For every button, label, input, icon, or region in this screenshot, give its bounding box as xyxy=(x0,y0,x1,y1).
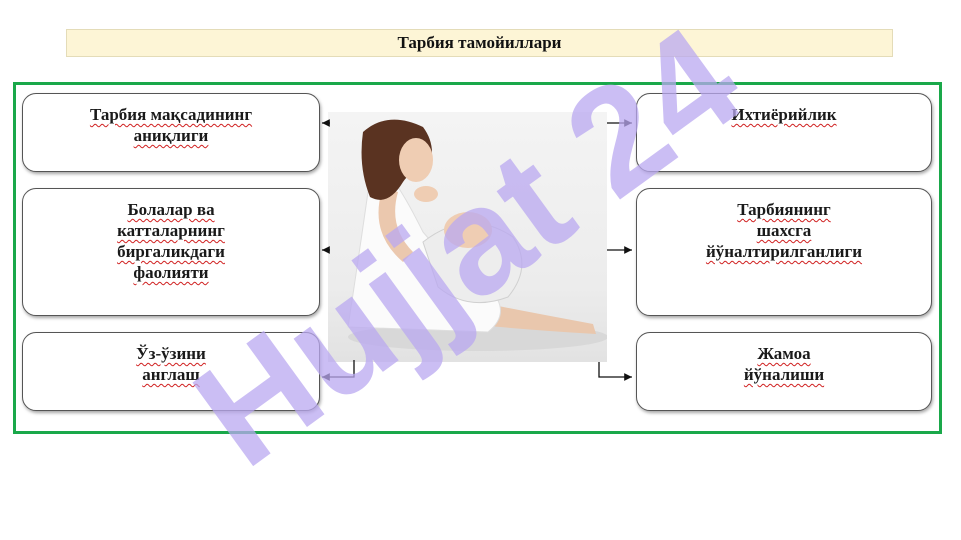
principle-box-self-awareness: Ўз-ўзини англаш xyxy=(22,332,320,411)
principle-box-voluntariness: Ихтиёрийлик xyxy=(636,93,932,172)
principle-label: Тарбиянинг шахсга йўналтирилганлиги xyxy=(705,200,863,261)
principle-label: Ихтиёрийлик xyxy=(731,105,837,124)
principle-box-personal-orientation: Тарбиянинг шахсга йўналтирилганлиги xyxy=(636,188,932,316)
mother-baby-photo xyxy=(328,112,608,362)
mother-baby-illustration xyxy=(347,119,608,351)
principle-label: Тарбия мақсадининг аниқлиги xyxy=(89,105,253,145)
principle-label: Жамоа йўналиши xyxy=(743,344,825,384)
arrow-to-self-awareness xyxy=(322,360,355,381)
principle-label: Ўз-ўзини англаш xyxy=(136,344,206,384)
principle-box-collective-orientation: Жамоа йўналиши xyxy=(636,332,932,411)
slide-title-text: Тарбия тамойиллари xyxy=(397,33,562,52)
diagram-frame xyxy=(13,82,942,434)
principle-box-goal-clarity: Тарбия мақсадининг аниқлиги xyxy=(22,93,320,172)
principle-box-joint-activity: Болалар ва катталарнинг биргаликдаги фао… xyxy=(22,188,320,316)
slide-title: Тарбия тамойиллари xyxy=(66,29,893,57)
arrow-to-collective-orientation xyxy=(598,362,632,381)
principle-label: Болалар ва катталарнинг биргаликдаги фао… xyxy=(117,200,225,282)
